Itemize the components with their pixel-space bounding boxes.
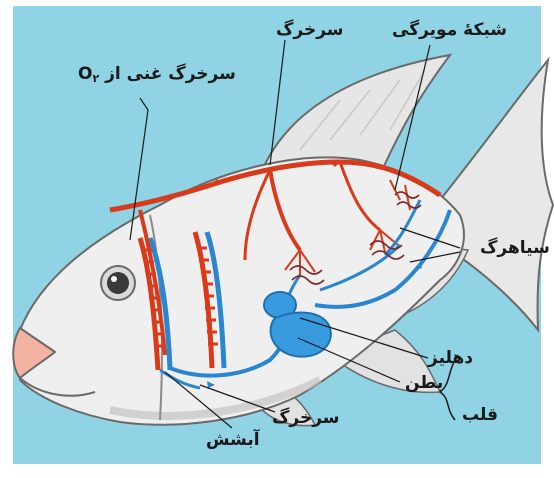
label-atrium: دهلیز <box>428 350 473 367</box>
tail-fin <box>440 60 553 330</box>
ventricle-shape <box>271 313 331 357</box>
label-gill: آبشش <box>206 432 260 449</box>
label-artery-top: سرخرگ <box>276 22 344 39</box>
label-heart: قلب <box>462 407 498 424</box>
label-ventricle: بطن <box>405 375 443 392</box>
label-oxygen-rich-artery: سرخرگ غنی از O۲ <box>78 66 236 83</box>
label-vein: سیاهرگ <box>480 240 550 257</box>
oxygen-rich-artery-text: سرخرگ غنی از <box>105 64 236 84</box>
label-artery-bottom: سرخرگ <box>272 410 340 427</box>
label-capillary-network: شبکهٔ مویرگی <box>392 22 507 39</box>
oxygen-formula: O۲ <box>78 64 99 84</box>
